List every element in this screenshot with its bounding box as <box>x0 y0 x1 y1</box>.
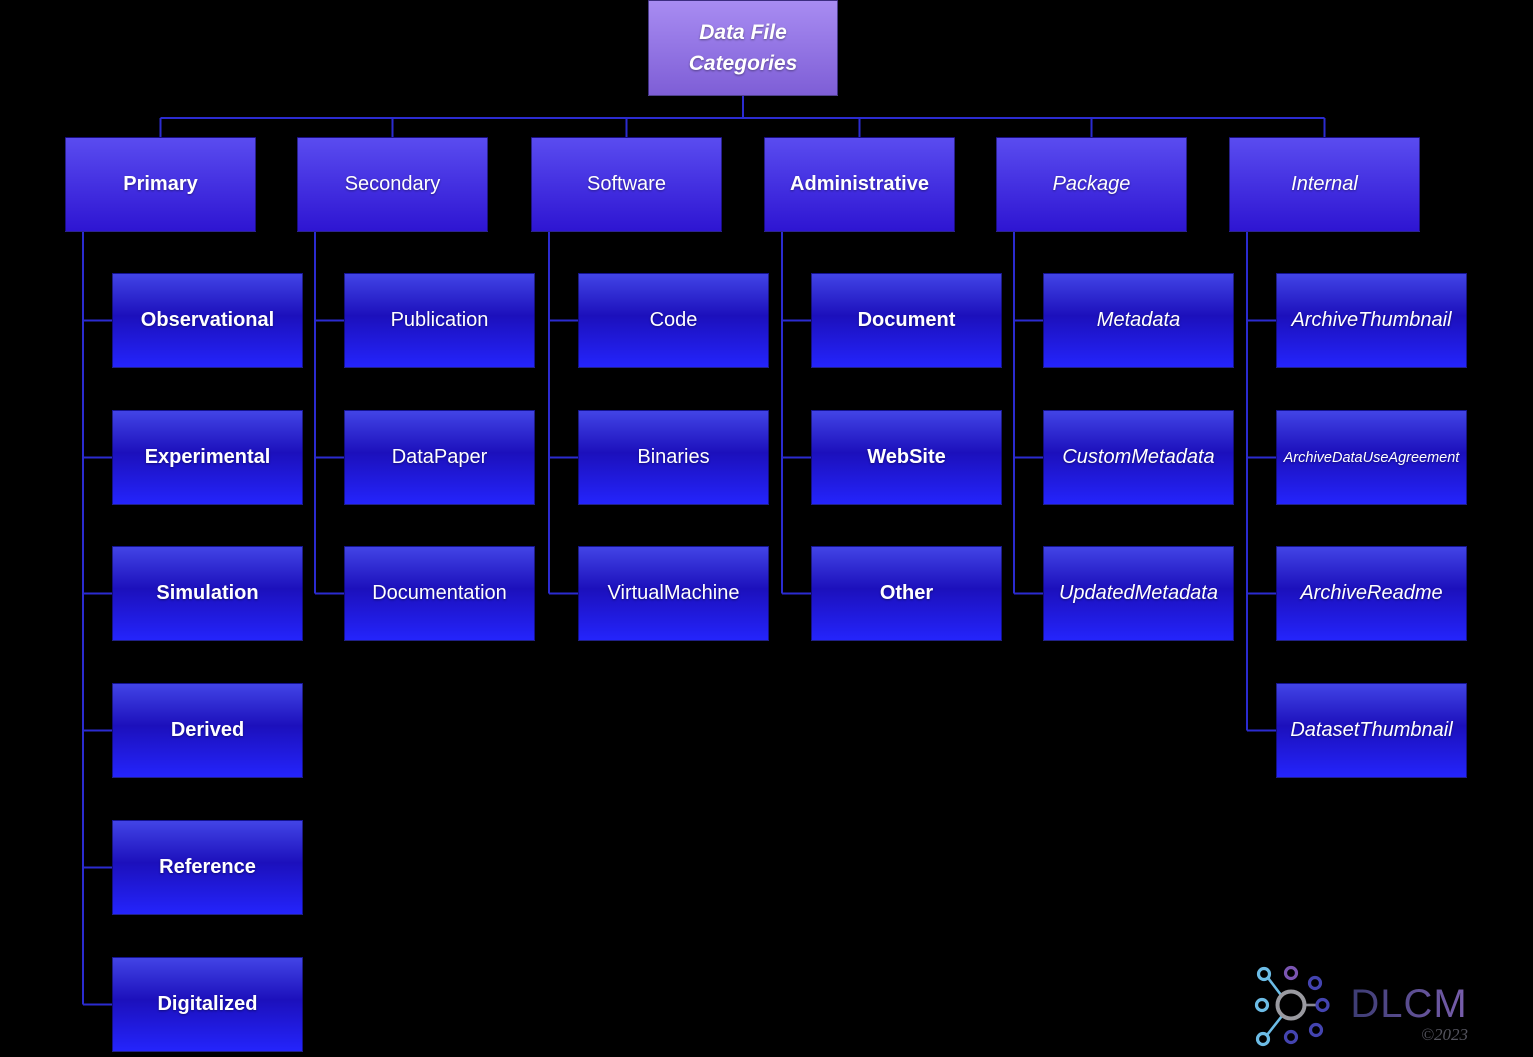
node-archivereadme: ArchiveReadme <box>1276 546 1467 641</box>
copyright-year: ©2023 <box>1421 1025 1468 1044</box>
node-data-file-categories: Data File Categories <box>648 0 838 96</box>
node-code: Code <box>578 273 769 368</box>
node-software: Software <box>531 137 722 232</box>
node-website: WebSite <box>811 410 1002 505</box>
node-experimental: Experimental <box>112 410 303 505</box>
node-documentation: Documentation <box>344 546 535 641</box>
node-reference: Reference <box>112 820 303 915</box>
node-primary: Primary <box>65 137 256 232</box>
node-other: Other <box>811 546 1002 641</box>
node-archivethumbnail: ArchiveThumbnail <box>1276 273 1467 368</box>
node-binaries: Binaries <box>578 410 769 505</box>
node-secondary: Secondary <box>297 137 488 232</box>
node-datasetthumbnail: DatasetThumbnail <box>1276 683 1467 778</box>
node-publication: Publication <box>344 273 535 368</box>
node-metadata: Metadata <box>1043 273 1234 368</box>
node-digitalized: Digitalized <box>112 957 303 1052</box>
node-document: Document <box>811 273 1002 368</box>
dlcm-network-icon <box>1254 965 1330 1047</box>
node-datapaper: DataPaper <box>344 410 535 505</box>
node-observational: Observational <box>112 273 303 368</box>
node-virtualmachine: VirtualMachine <box>578 546 769 641</box>
node-updatedmetadata: UpdatedMetadata <box>1043 546 1234 641</box>
dlcm-logo-text: DLCM <box>1348 984 1470 1024</box>
node-administrative: Administrative <box>764 137 955 232</box>
node-simulation: Simulation <box>112 546 303 641</box>
node-custommetadata: CustomMetadata <box>1043 410 1234 505</box>
node-archivedatauseagreement: ArchiveDataUseAgreement <box>1276 410 1467 505</box>
node-derived: Derived <box>112 683 303 778</box>
node-package: Package <box>996 137 1187 232</box>
node-internal: Internal <box>1229 137 1420 232</box>
